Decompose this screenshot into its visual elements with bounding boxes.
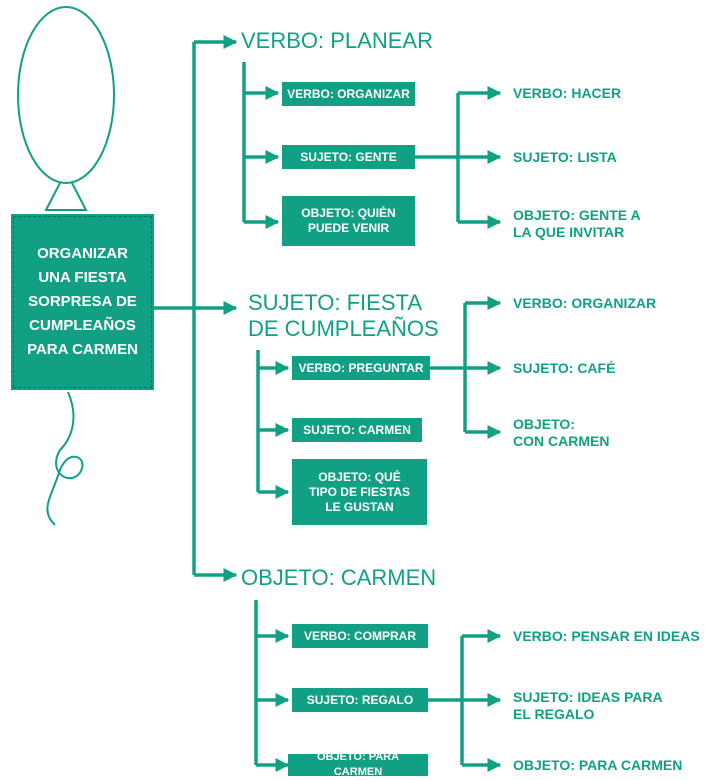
central-topic: ORGANIZAR UNA FIESTA SORPRESA DE CUMPLEA… bbox=[11, 214, 154, 390]
leaf-verbo-organizar: VERBO: ORGANIZAR bbox=[513, 295, 657, 311]
group-title-verbo: VERBO: PLANEAR bbox=[241, 28, 433, 53]
node-verbo-comprar: VERBO: COMPRAR bbox=[292, 624, 428, 648]
node-verbo-organizar: VERBO: ORGANIZAR bbox=[282, 82, 415, 106]
leaf-sujeto-cafe: SUJETO: CAFÉ bbox=[513, 360, 616, 376]
balloon-string bbox=[46, 391, 84, 526]
group-title-sujeto: SUJETO: FIESTA DE CUMPLEAÑOS bbox=[248, 290, 439, 341]
node-objeto-quien-puede-venir: OBJETO: QUIÉN PUEDE VENIR bbox=[282, 196, 415, 246]
leaf-objeto-gente-a-invitar: OBJETO: GENTE A LA QUE INVITAR bbox=[513, 207, 641, 240]
node-sujeto-regalo: SUJETO: REGALO bbox=[292, 688, 428, 712]
leaf-verbo-hacer: VERBO: HACER bbox=[513, 85, 622, 101]
leaf-sujeto-lista: SUJETO: LISTA bbox=[513, 149, 617, 165]
node-sujeto-gente: SUJETO: GENTE bbox=[282, 145, 415, 169]
balloon-knot bbox=[44, 182, 88, 211]
leaf-objeto-para-carmen: OBJETO: PARA CARMEN bbox=[513, 757, 683, 773]
node-sujeto-carmen: SUJETO: CARMEN bbox=[292, 418, 422, 442]
leaf-sujeto-ideas-para-el-regalo: SUJETO: IDEAS PARA EL REGALO bbox=[513, 689, 663, 722]
node-objeto-para-carmen: OBJETO: PARA CARMEN bbox=[288, 751, 428, 778]
node-objeto-tipo-de-fiestas: OBJETO: QUÉ TIPO DE FIESTAS LE GUSTAN bbox=[292, 459, 427, 525]
balloon-outline bbox=[17, 6, 115, 184]
leaf-verbo-pensar-en-ideas: VERBO: PENSAR EN IDEAS bbox=[513, 628, 700, 644]
group-title-objeto: OBJETO: CARMEN bbox=[241, 565, 437, 590]
node-verbo-preguntar: VERBO: PREGUNTAR bbox=[292, 356, 430, 380]
leaf-objeto-con-carmen: OBJETO: CON CARMEN bbox=[513, 416, 610, 449]
